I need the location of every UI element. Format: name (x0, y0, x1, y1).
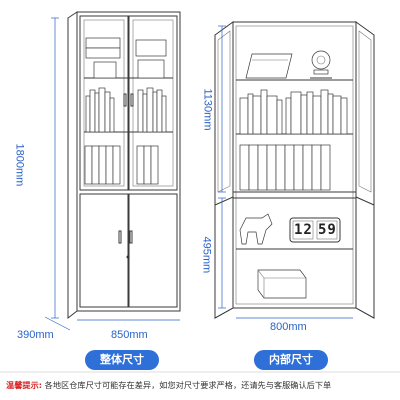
inner-dimensions-pill: 内部尺寸 (254, 350, 328, 370)
inner-books (239, 89, 348, 135)
overall-dimensions-pill: 整体尺寸 (85, 350, 159, 370)
clock-digits-left: 12 (294, 222, 313, 238)
overall-dimension-lines (44, 17, 180, 331)
notice-lead: 温馨提示: (6, 380, 43, 390)
overall-width-label: 850mm (111, 329, 148, 341)
inner-width-label: 800mm (270, 321, 307, 333)
inner-upper-height-label: 1130mm (201, 88, 214, 131)
clock-digits-right: 59 (318, 222, 337, 238)
inner-binders (239, 144, 331, 191)
overall-height-label: 1800mm (13, 143, 26, 187)
overall-depth-label: 390mm (17, 329, 54, 341)
inner-lower-height-label: 495mm (200, 236, 213, 274)
upper-cabinet-books (85, 87, 167, 133)
inner-dimension-lines (218, 25, 353, 319)
overall-cabinet (67, 11, 181, 320)
warm-notice: 温馨提示: 各地区仓库尺寸可能存在差异，如您对尺寸要求严格，还请先与客服确认后下… (6, 379, 398, 391)
notice-text: 各地区仓库尺寸可能存在差异，如您对尺寸要求严格，还请先与客服确认后下单 (44, 380, 332, 390)
inner-cabinet (214, 21, 375, 319)
upper-cabinet-binders (84, 145, 159, 185)
